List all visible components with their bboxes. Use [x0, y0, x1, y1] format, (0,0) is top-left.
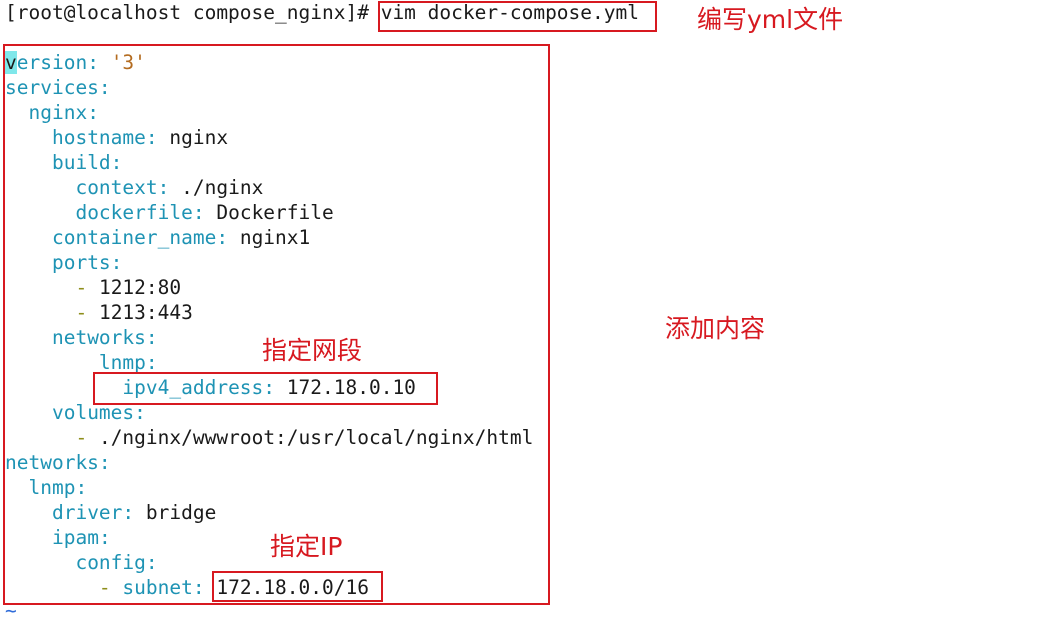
- yaml-line-ports: ports:: [51, 251, 123, 274]
- ipv4-highlight-box: [93, 372, 438, 405]
- yaml-line-networks-root: networks:: [5, 451, 111, 474]
- yaml-line-networks: networks:: [51, 326, 158, 349]
- yaml-key: lnmp: [98, 351, 146, 374]
- yaml-key: ipam: [51, 526, 99, 549]
- shell-command: vim docker-compose.yml: [380, 1, 639, 24]
- yaml-line-subnet: - subnet: 172.18.0.0/16: [98, 576, 369, 599]
- yaml-key: services: [5, 76, 99, 99]
- yaml-line-port-2: - 1213:443: [5, 300, 193, 325]
- yaml-key: subnet: [122, 576, 193, 599]
- yaml-value: Dockerfile: [216, 201, 334, 224]
- yaml-line-volume-path: - ./nginx/wwwroot:/usr/local/nginx/html: [5, 425, 533, 450]
- yaml-dash: -: [75, 276, 88, 299]
- yaml-value: 1212:80: [98, 276, 182, 299]
- yaml-line-driver: driver: bridge: [51, 501, 217, 524]
- annotation-write-yml: 编写yml文件: [697, 5, 844, 34]
- yaml-value: '3': [110, 51, 146, 74]
- yaml-line-volumes: volumes:: [51, 401, 146, 424]
- yaml-key: driver: [51, 501, 123, 524]
- yaml-key: build: [51, 151, 111, 174]
- yaml-value: nginx: [169, 126, 229, 149]
- yaml-value: 172.18.0.0/16: [216, 576, 369, 599]
- yaml-line-version: version: '3': [5, 51, 146, 74]
- annotation-add-content: 添加内容: [665, 314, 766, 343]
- yaml-line-build: build:: [51, 151, 123, 174]
- yaml-key: networks: [51, 326, 146, 349]
- yaml-line-container-name: container_name: nginx1: [51, 226, 311, 249]
- yaml-key: config: [75, 551, 146, 574]
- yaml-dash: -: [98, 576, 111, 599]
- text-cursor: v: [5, 51, 17, 74]
- yaml-key: nginx: [28, 101, 88, 124]
- yaml-line-ipv4-address: ipv4_address: 172.18.0.10: [122, 376, 416, 399]
- shell-prompt-line: [root@localhost compose_nginx]# vim dock…: [5, 0, 639, 25]
- yaml-value: nginx1: [239, 226, 311, 249]
- yaml-line-lnmp-root: lnmp:: [28, 476, 88, 499]
- content-highlight-box: [3, 44, 550, 605]
- yaml-key: ports: [51, 251, 111, 274]
- yaml-value: ./nginx/wwwroot:/usr/local/nginx/html: [98, 426, 534, 449]
- yaml-line-config: config:: [75, 551, 158, 574]
- yaml-key: hostname: [51, 126, 146, 149]
- yaml-dash: -: [75, 301, 88, 324]
- yaml-line-nginx: nginx:: [28, 101, 99, 124]
- yaml-key: ipv4_address: [122, 376, 264, 399]
- yaml-key: context: [75, 176, 158, 199]
- yaml-key: ersion: [16, 51, 88, 74]
- yaml-line-dockerfile: dockerfile: Dockerfile: [75, 201, 334, 224]
- yaml-line-ipam: ipam:: [51, 526, 111, 549]
- yaml-value: 172.18.0.10: [286, 376, 416, 399]
- yaml-value: ./nginx: [181, 176, 264, 199]
- yaml-line-services: services:: [5, 76, 111, 99]
- yaml-line-context: context: ./nginx: [75, 176, 264, 199]
- command-highlight-box: [378, 1, 657, 32]
- yaml-line-hostname: hostname: nginx: [51, 126, 229, 149]
- annotation-set-ip: 指定IP: [270, 532, 343, 561]
- yaml-key: dockerfile: [75, 201, 193, 224]
- yaml-key: lnmp: [28, 476, 76, 499]
- subnet-highlight-box: [212, 571, 383, 602]
- yaml-key: container_name: [51, 226, 217, 249]
- yaml-dash: -: [75, 426, 88, 449]
- vim-empty-line-marker: ~: [5, 599, 17, 622]
- yaml-line-port-1: - 1212:80: [5, 275, 181, 300]
- annotation-set-segment: 指定网段: [262, 336, 363, 365]
- yaml-value: 1213:443: [98, 301, 193, 324]
- yaml-key: networks: [5, 451, 99, 474]
- shell-prompt: [root@localhost compose_nginx]#: [5, 1, 369, 24]
- yaml-value: bridge: [145, 501, 217, 524]
- yaml-line-lnmp: lnmp:: [98, 351, 158, 374]
- yaml-key: volumes: [51, 401, 135, 424]
